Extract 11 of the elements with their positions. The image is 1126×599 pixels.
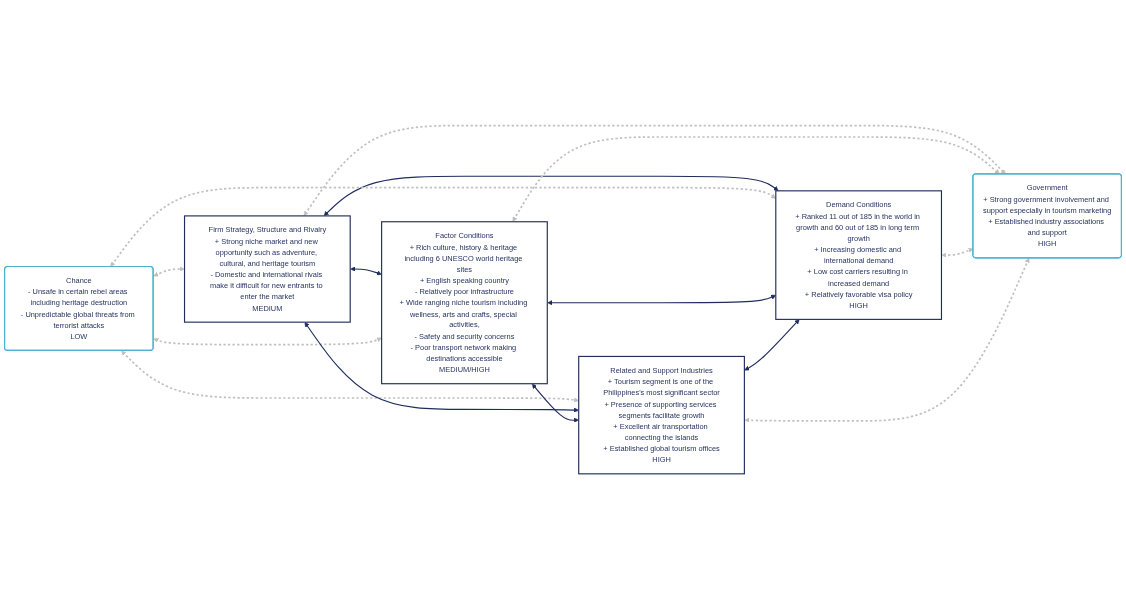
arrow xyxy=(744,257,1030,423)
arrow xyxy=(350,266,382,276)
arrow xyxy=(323,175,779,216)
arrow xyxy=(153,266,185,277)
arrow xyxy=(744,318,800,371)
arrow xyxy=(121,350,579,403)
arrow xyxy=(304,321,579,413)
arrow xyxy=(531,383,579,423)
arrow xyxy=(153,337,382,346)
arrow xyxy=(303,124,1006,216)
arrow xyxy=(512,135,1000,222)
